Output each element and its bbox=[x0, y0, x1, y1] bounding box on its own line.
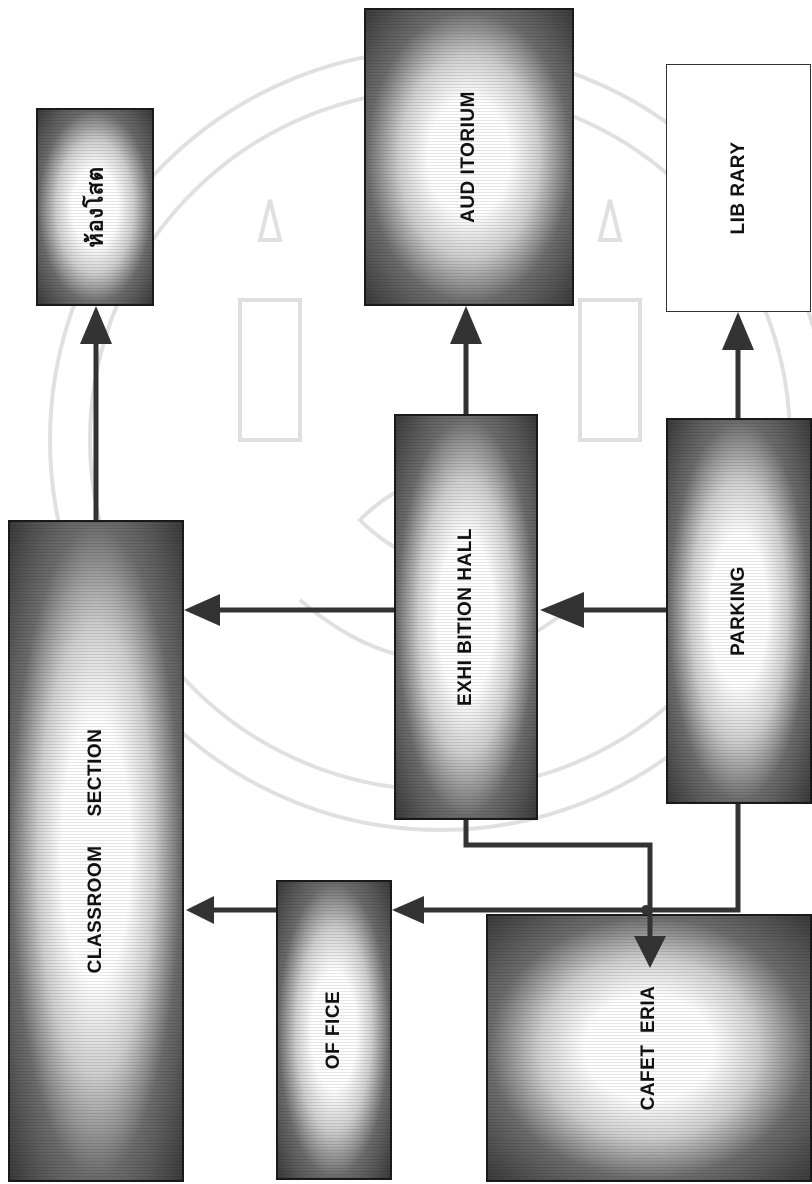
exhibition-hall-box: EXHI BITION HALL bbox=[394, 414, 538, 820]
classroom-section-box: CLASSROOM SECTION bbox=[8, 520, 184, 1182]
exhibition-hall-label: EXHI BITION HALL bbox=[455, 528, 477, 706]
auditorium-label: AUD ITORIUM bbox=[458, 91, 480, 223]
cafeteria-label: CAFET ERIA bbox=[638, 986, 660, 1111]
office-box: OF FICE bbox=[276, 880, 392, 1180]
arrowhead-classroom-upper bbox=[184, 594, 220, 626]
arrowhead-auditorium bbox=[450, 306, 482, 344]
office-label: OF FICE bbox=[323, 991, 345, 1069]
arrowhead-classroom-lower bbox=[186, 896, 214, 924]
parking-box: PARKING bbox=[666, 418, 812, 804]
arrowhead-office bbox=[392, 896, 424, 924]
thai-room-box: ห้องโสต bbox=[36, 108, 154, 306]
auditorium-box: AUD ITORIUM bbox=[364, 8, 574, 306]
library-label: LIB RARY bbox=[728, 141, 750, 234]
classroom-section-label: CLASSROOM SECTION bbox=[85, 729, 107, 974]
thai-room-label: ห้องโสต bbox=[78, 167, 113, 248]
arrowhead-library bbox=[722, 312, 754, 350]
cafeteria-box: CAFET ERIA bbox=[486, 914, 812, 1182]
arrowhead-exhibition bbox=[540, 592, 584, 628]
arrowhead-thai-room bbox=[80, 306, 112, 344]
library-box: LIB RARY bbox=[666, 64, 811, 312]
parking-label: PARKING bbox=[728, 566, 750, 656]
